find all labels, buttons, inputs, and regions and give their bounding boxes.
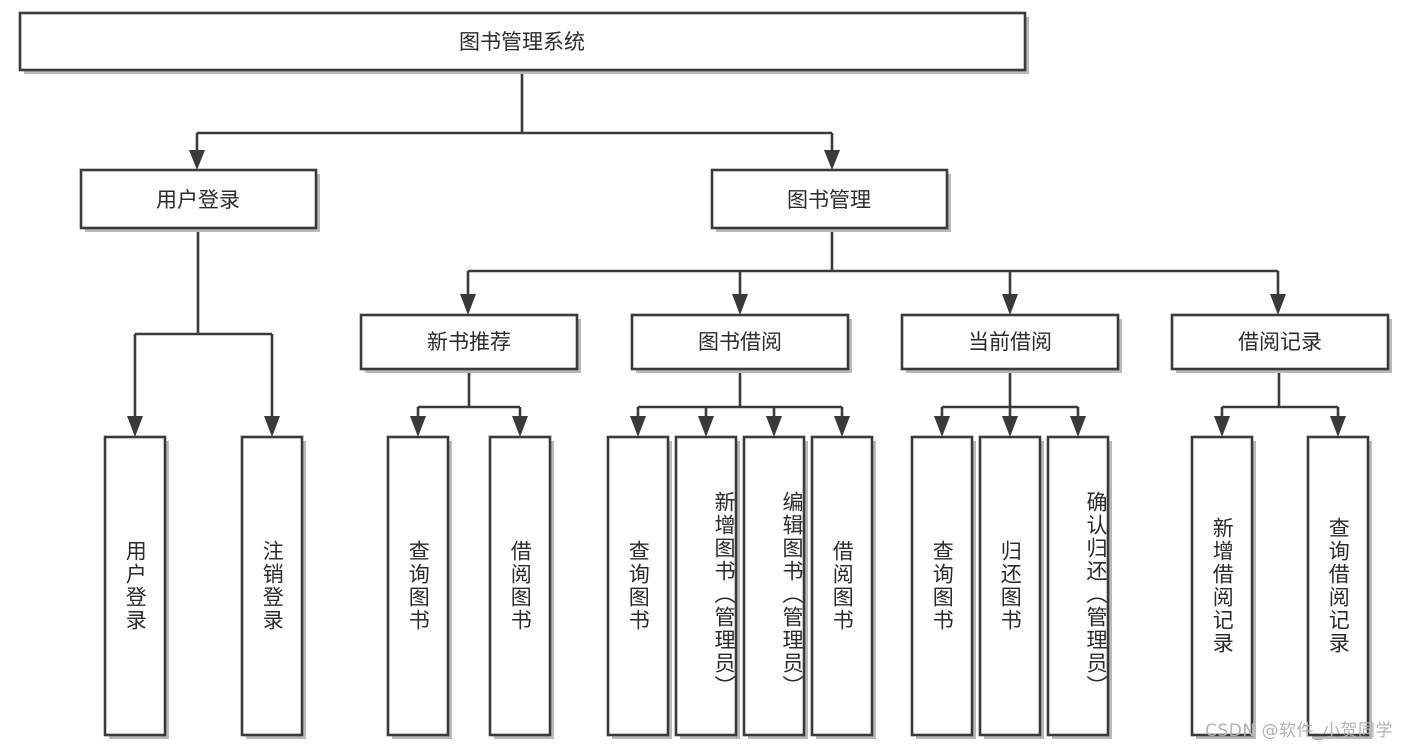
leaf-box-user-login[interactable] xyxy=(103,435,167,737)
node-root-box[interactable] xyxy=(18,11,1027,72)
connector-current-borrow-to-leaves xyxy=(934,373,1086,437)
node-new-book-recommend-label: 新书推荐 xyxy=(427,330,511,354)
leaf-box-add-record[interactable] xyxy=(1190,435,1254,737)
leaf-box-borrow-book-1[interactable] xyxy=(488,435,552,737)
arrow-head-leaf-edit-book xyxy=(766,416,782,437)
arrow-head-leaf-confirm-return xyxy=(1070,416,1086,437)
node-book-borrow-label: 图书借阅 xyxy=(698,330,782,354)
node-new-book-recommend-box[interactable] xyxy=(359,313,579,371)
node-book-borrow-box[interactable] xyxy=(630,313,850,371)
leaf-box-add-book[interactable] xyxy=(674,435,738,737)
connector-new-book-to-leaves xyxy=(410,373,528,437)
node-book-manage[interactable]: 图书管理 xyxy=(710,168,951,232)
arrow-head-book-manage xyxy=(824,150,840,170)
csdn-watermark: CSDN @软件_小贺同学 xyxy=(1205,721,1393,741)
arrow-head-leaf-add-book xyxy=(698,416,714,437)
arrow-head-leaf-borrow-book-2 xyxy=(834,416,850,437)
leaf-box-query-book-2[interactable] xyxy=(606,435,670,737)
node-book-borrow[interactable]: 图书借阅 xyxy=(630,313,852,373)
leaf-box-return-book[interactable] xyxy=(978,435,1042,737)
connector-user-login-to-leaves xyxy=(127,232,280,437)
node-borrow-record[interactable]: 借阅记录 xyxy=(1170,313,1392,373)
arrow-head-leaf-query-book-1 xyxy=(410,416,426,437)
connector-book-borrow-to-leaves xyxy=(630,373,850,437)
arrow-head-leaf-query-book-2 xyxy=(630,416,646,437)
arrow-head-leaf-add-record xyxy=(1214,416,1230,437)
node-user-login-label: 用户登录 xyxy=(156,188,240,212)
node-user-login[interactable]: 用户登录 xyxy=(79,168,320,232)
leaf-box-query-record[interactable] xyxy=(1306,435,1370,737)
node-current-borrow-box[interactable] xyxy=(900,313,1120,371)
arrow-head-leaf-return-book xyxy=(1002,416,1018,437)
node-root-label: 图书管理系统 xyxy=(459,30,585,54)
leaf-box-query-book-1[interactable] xyxy=(386,435,450,737)
arrow-head-leaf-query-book-3 xyxy=(934,416,950,437)
arrow-head-user-login xyxy=(189,150,205,170)
arrow-head-book-borrow xyxy=(732,294,748,315)
arrow-head-new-book-recommend xyxy=(460,294,476,315)
node-new-book-recommend[interactable]: 新书推荐 xyxy=(359,313,581,373)
arrow-head-current-borrow xyxy=(1002,294,1018,315)
node-book-manage-box[interactable] xyxy=(710,168,949,230)
node-user-login-box[interactable] xyxy=(79,168,318,230)
leaf-box-confirm-return[interactable] xyxy=(1046,435,1110,737)
leaf-box-logout[interactable] xyxy=(240,435,304,737)
leaf-box-edit-book[interactable] xyxy=(742,435,806,737)
arrow-head-leaf-borrow-book-1 xyxy=(512,416,528,437)
node-borrow-record-box[interactable] xyxy=(1170,313,1390,371)
connector-root-to-level2 xyxy=(189,70,840,170)
leaf-box-query-book-3[interactable] xyxy=(910,435,974,737)
node-root[interactable]: 图书管理系统 xyxy=(18,11,1029,74)
connector-book-manage-to-level3 xyxy=(460,232,1286,315)
arrow-head-borrow-record xyxy=(1270,294,1286,315)
node-current-borrow[interactable]: 当前借阅 xyxy=(900,313,1122,373)
leaf-box-borrow-book-2[interactable] xyxy=(810,435,874,737)
connector-borrow-record-to-leaves xyxy=(1214,373,1346,437)
node-borrow-record-label: 借阅记录 xyxy=(1238,330,1322,354)
node-book-manage-label: 图书管理 xyxy=(787,188,871,212)
arrow-head-leaf-logout xyxy=(264,416,280,437)
arrow-head-leaf-user-login xyxy=(127,416,143,437)
arrow-head-leaf-query-record xyxy=(1330,416,1346,437)
leaf-boxes xyxy=(103,435,1372,739)
node-current-borrow-label: 当前借阅 xyxy=(968,330,1052,354)
